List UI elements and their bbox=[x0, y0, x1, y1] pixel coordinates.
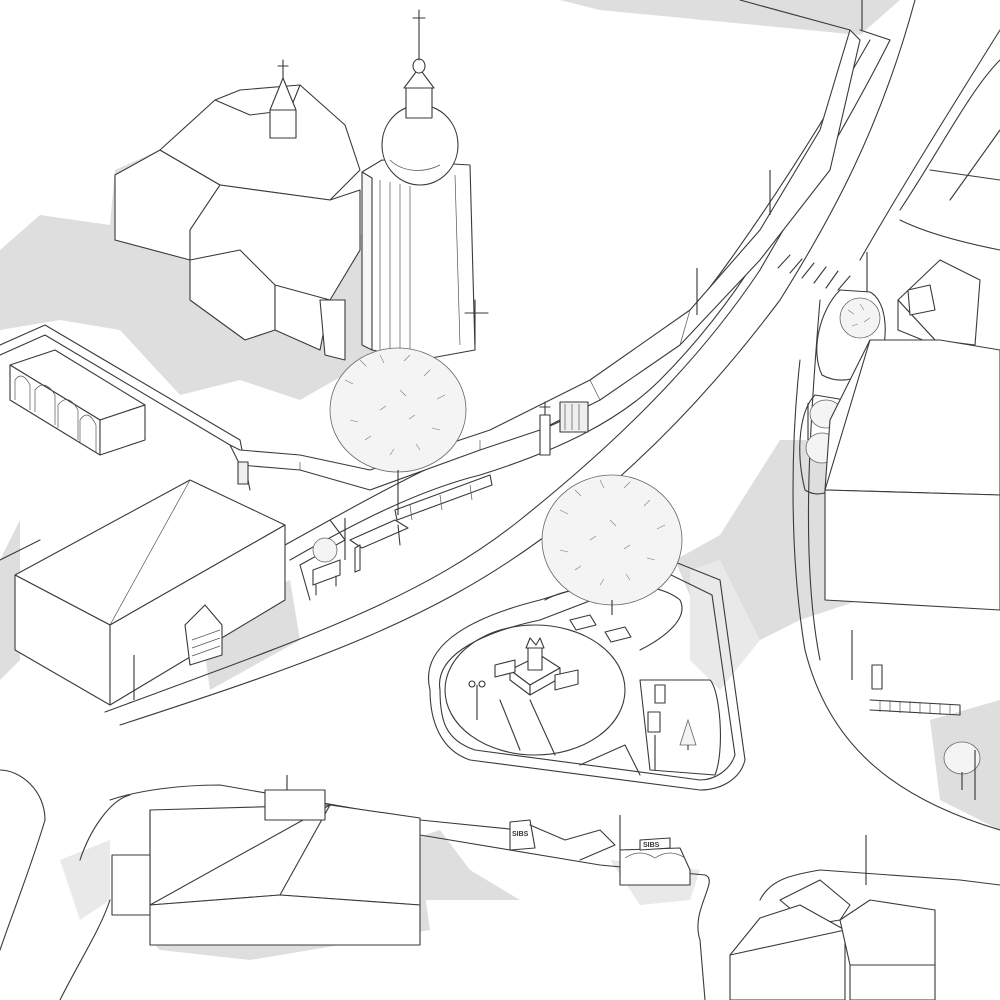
steps bbox=[284, 519, 346, 601]
church-wall bbox=[229, 29, 861, 491]
bike-rack bbox=[869, 664, 961, 716]
sibs-sign-left: SIBS bbox=[512, 831, 529, 838]
arcade-building bbox=[0, 324, 251, 491]
market-stall: SIBS SIBS bbox=[509, 815, 691, 886]
bus-shelter bbox=[312, 474, 493, 596]
bottom-right-houses bbox=[729, 835, 936, 1000]
park bbox=[428, 559, 746, 791]
tree-church bbox=[329, 347, 467, 515]
street-lamps bbox=[133, 0, 976, 800]
church bbox=[114, 9, 489, 361]
tree-right-3 bbox=[943, 741, 981, 790]
sibs-sign-right: SIBS bbox=[643, 842, 660, 849]
tree-park bbox=[541, 474, 683, 615]
bottom-building bbox=[111, 775, 421, 946]
right-buildings bbox=[824, 259, 1000, 611]
crosswalk bbox=[777, 254, 851, 291]
left-building bbox=[14, 479, 286, 706]
tree-right-1 bbox=[839, 297, 881, 339]
tree-left-small bbox=[312, 537, 338, 563]
